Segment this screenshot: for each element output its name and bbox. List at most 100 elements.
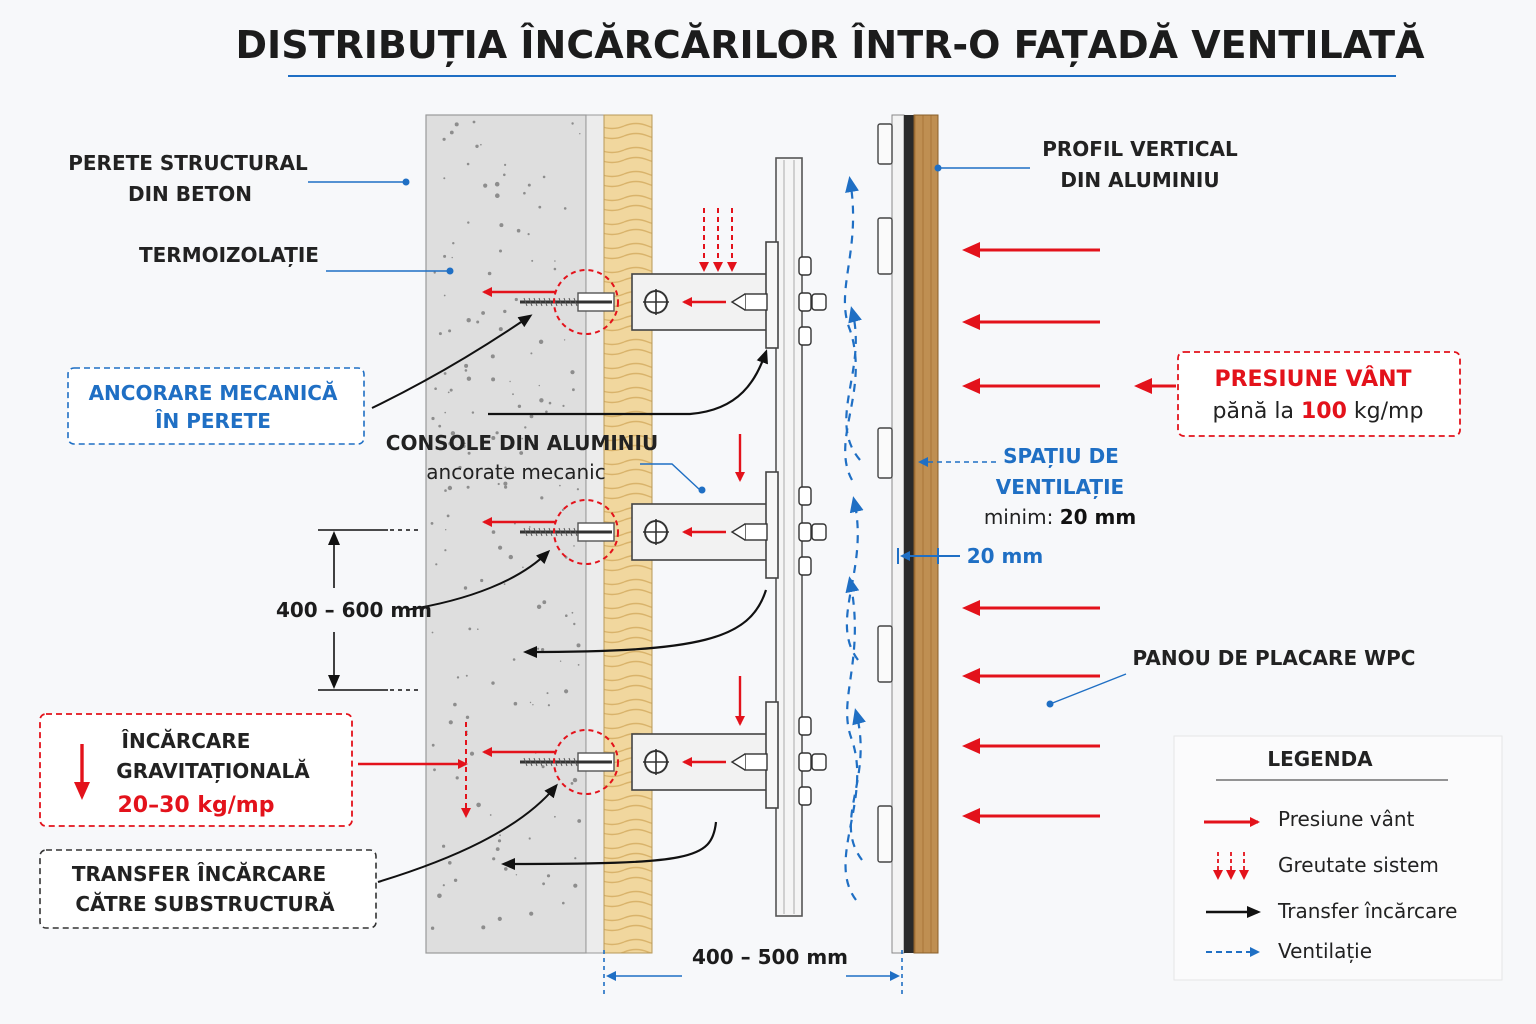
vertical-spacing-label: 400 – 600 mm bbox=[276, 598, 432, 622]
concrete-speckle bbox=[462, 444, 466, 449]
anchor-highlight-circle bbox=[553, 499, 619, 565]
concrete-speckle bbox=[529, 911, 534, 916]
wpc-cladding-panel bbox=[913, 114, 939, 954]
concrete-speckle bbox=[499, 249, 502, 253]
concrete-speckle bbox=[529, 414, 534, 419]
concrete-speckle bbox=[527, 233, 530, 236]
profile-nut-icon bbox=[811, 293, 827, 311]
concrete-speckle bbox=[572, 388, 575, 392]
anchor-thread bbox=[548, 757, 553, 767]
concrete-speckle bbox=[467, 221, 470, 224]
anchor-thread bbox=[538, 527, 543, 537]
anchor-thread bbox=[558, 297, 563, 307]
concrete-speckle bbox=[437, 893, 442, 899]
concrete-speckle bbox=[487, 271, 492, 276]
horizontal-spacing-label: 400 – 500 mm bbox=[692, 945, 848, 969]
concrete-speckle bbox=[481, 311, 485, 315]
vertical-dimension bbox=[318, 529, 420, 691]
concrete-speckle bbox=[565, 614, 568, 617]
anchor-label-line2: ÎN PERETE bbox=[155, 409, 271, 433]
concrete-speckle bbox=[497, 839, 502, 843]
concrete-speckle bbox=[503, 583, 506, 585]
concrete-speckle bbox=[509, 380, 511, 383]
rivet bbox=[744, 523, 768, 541]
concrete-speckle bbox=[467, 451, 471, 455]
anchor-thread bbox=[543, 757, 548, 767]
anchor-thread bbox=[543, 297, 548, 307]
concrete-speckle bbox=[463, 586, 468, 590]
profile-screw-icon bbox=[798, 556, 812, 576]
concrete-speckle bbox=[499, 223, 504, 228]
legend-item-wind: Presiune vânt bbox=[1278, 807, 1415, 831]
anchor-thread bbox=[558, 527, 563, 537]
concrete-speckle bbox=[528, 837, 531, 840]
anchor-thread bbox=[573, 757, 578, 767]
concrete-speckle bbox=[495, 847, 500, 851]
concrete-speckle bbox=[464, 369, 468, 372]
concrete-speckle bbox=[477, 628, 479, 630]
concrete-speckle bbox=[495, 431, 499, 435]
concrete-speckle bbox=[548, 401, 552, 405]
concrete-speckle bbox=[450, 431, 456, 436]
concrete-speckle bbox=[480, 143, 482, 146]
concrete-speckle bbox=[449, 130, 454, 135]
profile-screw-icon bbox=[798, 292, 812, 312]
concrete-speckle bbox=[476, 320, 480, 324]
profile-screw-icon bbox=[798, 326, 812, 346]
anchor-thread bbox=[573, 527, 578, 537]
transfer-label-line2: CĂTRE SUBSTRUCTURĂ bbox=[75, 892, 335, 916]
concrete-speckle bbox=[449, 388, 453, 392]
red-dashed-down-arrows-icon bbox=[1213, 852, 1249, 880]
gap-value: 20 mm bbox=[967, 544, 1043, 568]
concrete-speckle bbox=[546, 692, 549, 695]
concrete-speckle bbox=[433, 271, 436, 274]
concrete-speckle bbox=[572, 777, 578, 783]
vent-label-line1: SPAȚIU DE bbox=[1003, 444, 1119, 468]
cladding-clips bbox=[877, 123, 893, 863]
anchor-thread bbox=[558, 757, 563, 767]
concrete-speckle bbox=[483, 183, 488, 188]
concrete-speckle bbox=[481, 925, 486, 930]
aluminium-bracket bbox=[482, 471, 827, 579]
anchor-thread bbox=[533, 297, 538, 307]
concrete-speckle bbox=[522, 566, 524, 569]
vent-min-line: minim: 20 mm bbox=[984, 505, 1136, 529]
anchor-thread bbox=[568, 527, 573, 537]
concrete-speckle bbox=[443, 177, 446, 180]
concrete-speckle bbox=[438, 332, 442, 336]
concrete-speckle bbox=[574, 857, 577, 860]
anchor-thread bbox=[563, 297, 568, 307]
concrete-speckle bbox=[571, 611, 574, 614]
concrete-speckle bbox=[430, 522, 434, 525]
concrete-speckle bbox=[466, 376, 472, 381]
concrete-speckle bbox=[538, 384, 540, 387]
insulation-label: TERMOIZOLAȚIE bbox=[139, 243, 319, 267]
concrete-speckle bbox=[570, 370, 575, 375]
concrete-speckle bbox=[465, 674, 468, 677]
concrete-speckle bbox=[576, 643, 581, 648]
anchor-thread bbox=[568, 297, 573, 307]
concrete-speckle bbox=[445, 529, 447, 531]
concrete-speckle bbox=[515, 874, 518, 876]
anchor-highlight-circle bbox=[553, 269, 619, 335]
concrete-speckle bbox=[438, 424, 442, 428]
concrete-speckle bbox=[542, 882, 545, 886]
concrete-speckle bbox=[521, 437, 524, 440]
console-label-line2: ancorate mecanic bbox=[426, 460, 605, 484]
concrete-speckle bbox=[508, 554, 513, 560]
bracket-plate bbox=[765, 471, 779, 579]
anchor-highlight-circle bbox=[553, 729, 619, 795]
concrete-speckle bbox=[494, 181, 500, 187]
rivet bbox=[744, 753, 768, 771]
concrete-speckle bbox=[513, 701, 518, 706]
concrete-speckle bbox=[465, 715, 470, 719]
concrete-wall bbox=[425, 114, 587, 954]
horizontal-dimension bbox=[603, 950, 903, 996]
concrete-speckle bbox=[431, 743, 435, 747]
concrete-speckle bbox=[431, 416, 435, 421]
concrete-speckle bbox=[536, 604, 542, 609]
anchor-thread bbox=[568, 757, 573, 767]
gravity-callout-box bbox=[39, 713, 353, 827]
concrete-speckle bbox=[499, 834, 501, 837]
